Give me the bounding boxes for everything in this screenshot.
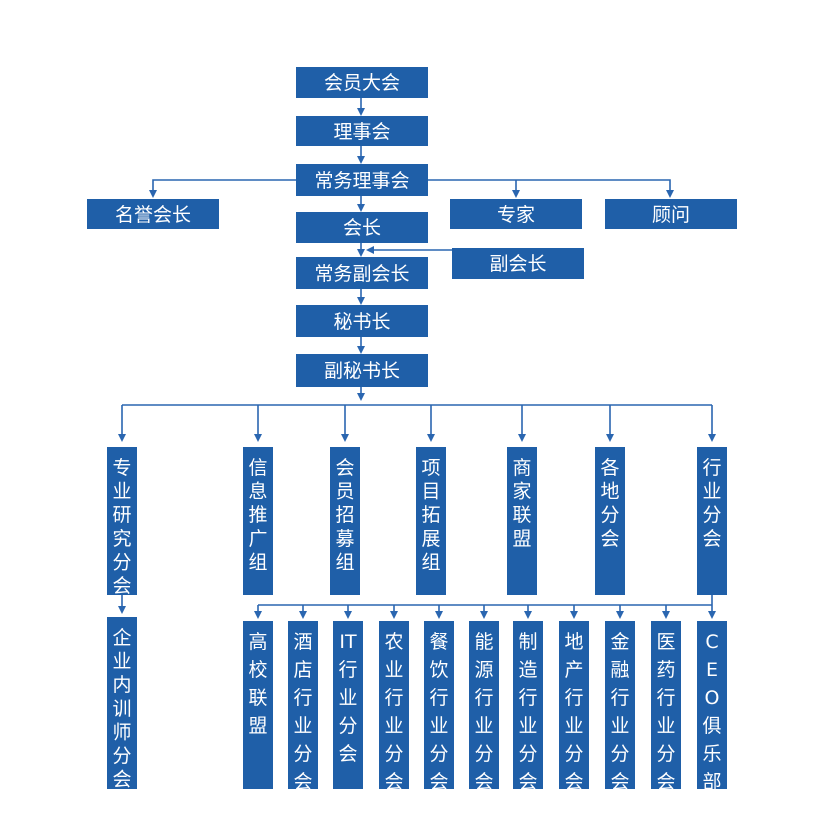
department-box: 行业分会: [697, 447, 727, 595]
node-label: 农业行业分会: [384, 631, 403, 793]
department-box: 商家联盟: [507, 447, 537, 595]
node-label: 行业分会: [702, 457, 721, 550]
node-standing-council: 常务理事会: [296, 164, 428, 196]
industry-branch-box: 能源行业分会: [469, 621, 499, 793]
node-label: 理事会: [333, 121, 390, 143]
node-honorary-president: 名誉会长: [87, 199, 219, 229]
industry-branch-box: 制造行业分会: [513, 621, 543, 793]
node-label: 副会长: [489, 253, 546, 275]
industry-branch-box: 酒店行业分会: [288, 621, 318, 793]
node-label: 制造行业分会: [518, 631, 537, 793]
node-label: 医药行业分会: [656, 631, 675, 793]
node-label: 会员大会: [324, 72, 400, 94]
industry-branch-box: 餐饮行业分会: [424, 621, 454, 793]
node-label: 酒店行业分会: [293, 631, 312, 793]
node-standing-vice-president: 常务副会长: [296, 257, 428, 289]
industry-branch-box: 地产行业分会: [559, 621, 589, 793]
node-label: 信息推广组: [248, 457, 267, 573]
industry-branch-box: 农业行业分会: [379, 621, 409, 793]
node-label: 能源行业分会: [474, 631, 493, 793]
node-label: 名誉会长: [115, 204, 191, 226]
node-president: 会长: [296, 212, 428, 243]
node-label: 金融行业分会: [610, 631, 629, 793]
department-box: 各地分会: [595, 447, 625, 595]
node-vice-president: 副会长: [452, 248, 584, 279]
node-secretary-general: 秘书长: [296, 305, 428, 337]
node-deputy-secretary-general: 副秘书长: [296, 354, 428, 387]
node-label: 常务理事会: [314, 170, 409, 192]
department-box: 项目拓展组: [416, 447, 446, 595]
industry-branch-box: 医药行业分会: [651, 621, 681, 793]
node-label: 专家: [497, 204, 535, 226]
industry-branch-box: 金融行业分会: [605, 621, 635, 793]
node-assembly: 会员大会: [296, 67, 428, 98]
node-label: 顾问: [652, 204, 690, 226]
node-label: 常务副会长: [314, 263, 409, 285]
department-box: 会员招募组: [330, 447, 360, 595]
node-label: 地产行业分会: [564, 631, 583, 793]
department-box: 信息推广组: [243, 447, 273, 595]
node-label: 会长: [343, 217, 381, 239]
node-consultant: 顾问: [605, 199, 737, 229]
node-trainers: 企业内训师分会: [107, 617, 137, 791]
node-label: 企业内训师分会: [112, 627, 131, 791]
node-label: 项目拓展组: [421, 457, 440, 573]
node-label: 副秘书长: [324, 360, 400, 382]
connectors: [118, 98, 716, 619]
node-label: 秘书长: [333, 311, 390, 333]
department-box: 专业研究分会: [107, 447, 137, 597]
node-label: 各地分会: [600, 457, 619, 550]
node-label: 会员招募组: [335, 457, 354, 573]
node-council: 理事会: [296, 116, 428, 146]
node-label: 专业研究分会: [112, 457, 131, 597]
node-label: 高校联盟: [248, 631, 267, 737]
industry-branch-box: 高校联盟: [243, 621, 273, 789]
node-label: 商家联盟: [512, 457, 531, 550]
node-label: 餐饮行业分会: [429, 631, 448, 793]
node-experts: 专家: [450, 199, 582, 229]
